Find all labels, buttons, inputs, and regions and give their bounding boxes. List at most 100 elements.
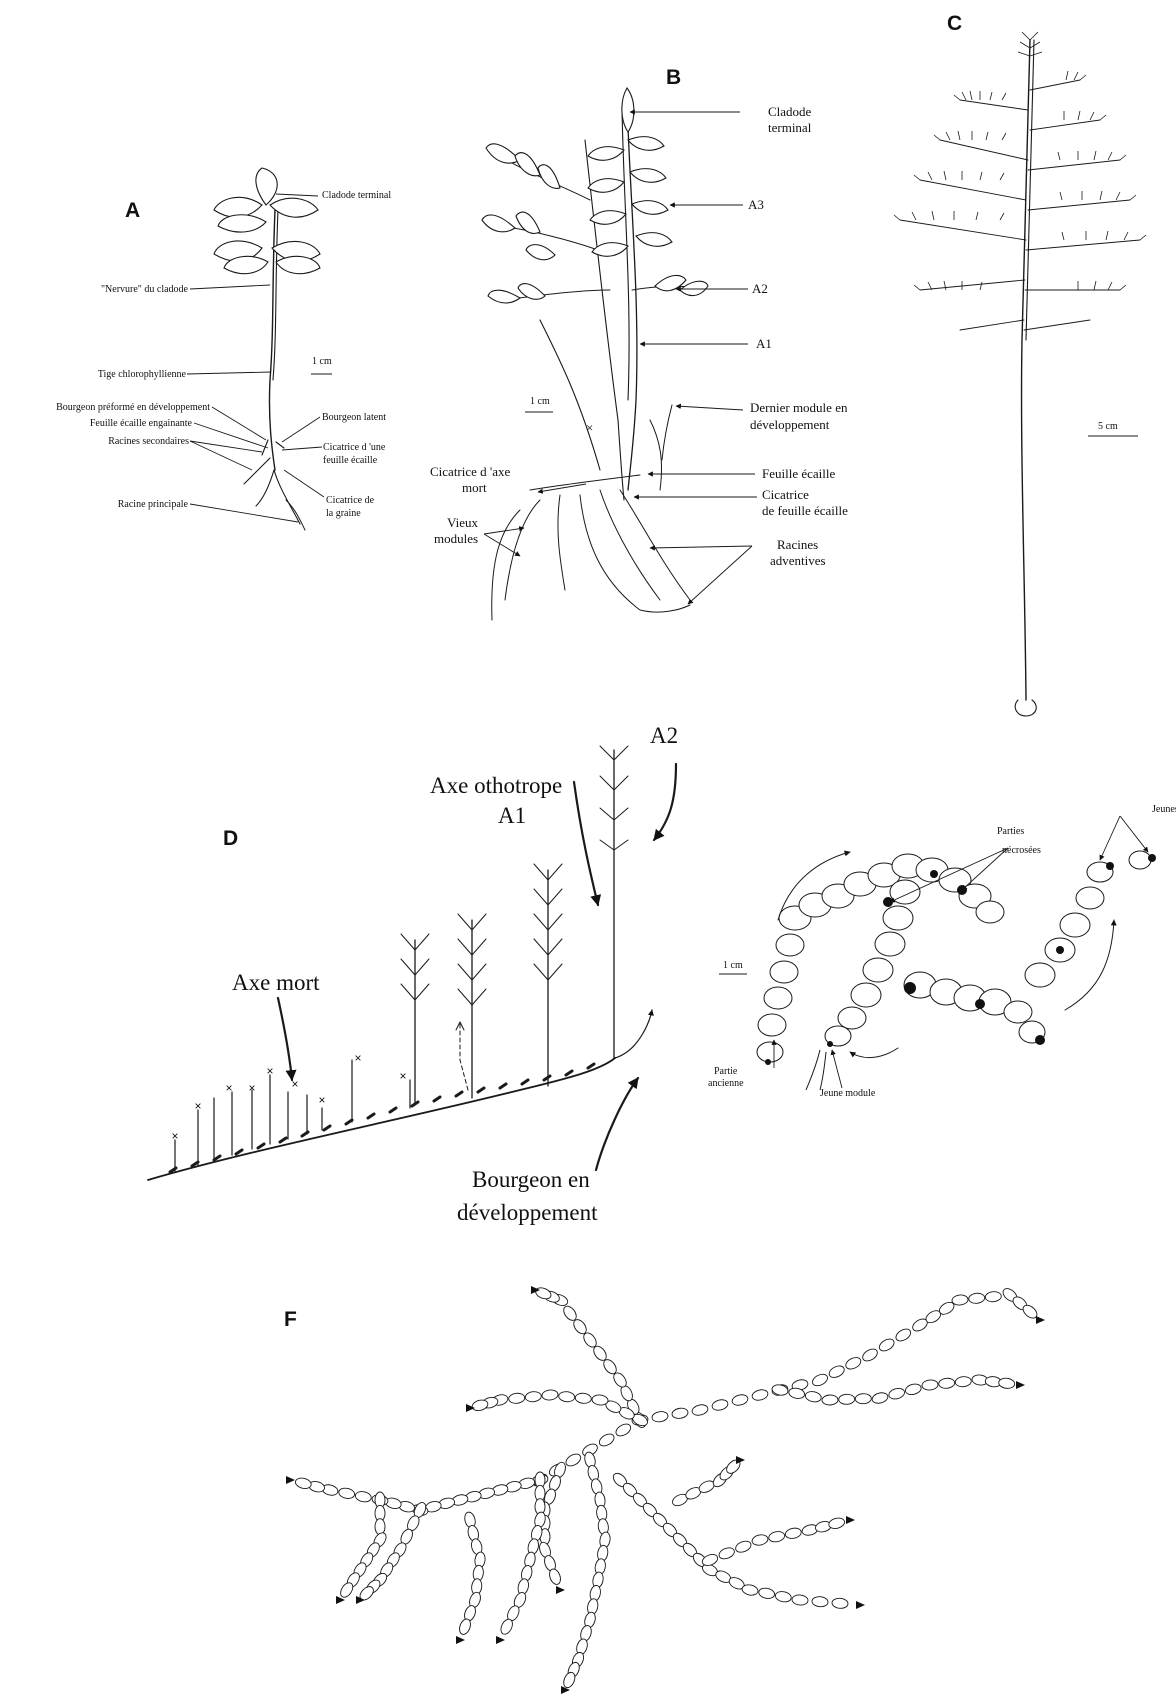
label-feuille-ecaille-engainante: Feuille écaille engainante [90, 418, 193, 429]
label-e-jeunes-modules: Jeunes modules [1152, 804, 1176, 815]
label-b-cicatrice-axe-line2: mort [462, 480, 487, 495]
label-b-racines-line2: adventives [770, 553, 826, 568]
rhizome-module [751, 1388, 769, 1402]
rhizome-module [804, 1390, 822, 1403]
svg-text:×: × [194, 1099, 201, 1113]
panel-b-scale-bar: 1 cm [525, 396, 553, 412]
rhizome-module [592, 1394, 609, 1406]
panel-d-arrows [278, 764, 676, 1170]
rhizome-module [871, 1391, 889, 1405]
rhizome-tip [846, 1516, 855, 1524]
rhizome-module [812, 1596, 829, 1607]
panel-a-letter: A [125, 199, 140, 222]
rhizome-module [614, 1422, 633, 1439]
panel-a-seedling [214, 168, 320, 530]
rhizome-module [758, 1587, 776, 1600]
rhizome-module [998, 1377, 1015, 1389]
rhizome-module [827, 1364, 846, 1380]
label-b-cladode-line1: Cladode [768, 104, 812, 119]
label-racines-secondaires: Racines secondaires [108, 436, 189, 447]
label-e-parties: Parties [997, 826, 1024, 837]
rhizome-module [671, 1407, 688, 1420]
label-d-axe-othotrope-line2: A1 [498, 803, 526, 828]
rhizome-module [952, 1294, 969, 1306]
label-b-a1: A1 [756, 336, 772, 351]
label-b-cicatrice-axe-line1: Cicatrice d 'axe [430, 464, 511, 479]
panel-a-scale-label: 1 cm [312, 356, 332, 367]
label-b-cicatrice-fe-line2: de feuille écaille [762, 503, 848, 518]
label-d-axe-othotrope-line1: Axe othotrope [430, 773, 562, 798]
rhizome-module [651, 1410, 668, 1423]
rhizome-module [888, 1387, 906, 1401]
panel-c-plant [894, 32, 1146, 716]
rhizome-module [955, 1376, 972, 1388]
rhizome-module [751, 1534, 769, 1547]
rhizome-module [784, 1527, 802, 1540]
rhizome-module [525, 1391, 542, 1403]
rhizome-module [354, 1490, 372, 1503]
panel-c: C [894, 12, 1146, 716]
panel-d-rhizome-schema: ××× ××× ××× [148, 746, 652, 1180]
rhizome-tip [736, 1456, 745, 1464]
panel-e-leaders [774, 816, 1148, 1088]
rhizome-module [822, 1395, 838, 1406]
svg-text:×: × [171, 1129, 178, 1143]
label-b-racines-line1: Racines [777, 537, 818, 552]
label-bourgeon-latent: Bourgeon latent [322, 412, 386, 423]
rhizome-module [844, 1355, 863, 1371]
svg-text:×: × [225, 1081, 232, 1095]
panel-d-letter: D [223, 827, 238, 850]
rhizome-module [731, 1393, 749, 1407]
rhizome-module [832, 1598, 849, 1609]
rhizome-tip [496, 1636, 505, 1644]
panel-f-rhizome-network [286, 1286, 1045, 1694]
label-e-partie-line2: ancienne [708, 1078, 744, 1089]
label-b-vieux-line1: Vieux [447, 515, 478, 530]
label-bourgeon-preforme: Bourgeon préformé en développement [56, 402, 210, 413]
cladode-leaf [276, 256, 320, 273]
label-b-feuille-ecaille: Feuille écaille [762, 466, 836, 481]
panel-c-letter: C [947, 12, 962, 35]
rhizome-tip [1016, 1381, 1025, 1389]
rhizome-tip [286, 1476, 295, 1484]
label-cicatrice-feuille-line2: feuille écaille [323, 455, 378, 466]
label-tige-chlorophyllienne: Tige chlorophyllienne [98, 369, 187, 380]
label-e-necrosees: nécrosées [1002, 845, 1041, 856]
cladode-leaf [270, 198, 318, 217]
panel-c-scale-label: 5 cm [1098, 421, 1118, 432]
panel-e-module-chain [757, 851, 1151, 1062]
label-e-partie-line1: Partie [714, 1066, 738, 1077]
rhizome-module [575, 1393, 592, 1405]
rhizome-tip [556, 1586, 565, 1594]
label-d-axe-mort: Axe mort [232, 970, 320, 995]
label-b-dernier-line2: développement [750, 417, 830, 432]
panel-f-letter: F [284, 1308, 297, 1331]
rhizome-module [542, 1389, 559, 1401]
label-cladode-terminal: Cladode terminal [322, 190, 391, 201]
panel-b-leaflets [482, 88, 708, 303]
label-cicatrice-graine-line2: la graine [326, 508, 361, 519]
rhizome-module [717, 1546, 736, 1561]
panel-a: A [56, 168, 391, 530]
rhizome-module [508, 1393, 525, 1405]
panel-a-scale-bar: 1 cm [311, 356, 332, 374]
label-nervure-cladode: "Nervure" du cladode [101, 284, 189, 295]
rhizome-module [861, 1347, 880, 1364]
panel-b-letter: B [666, 66, 681, 89]
terminal-cladode-leaf [256, 168, 277, 205]
svg-text:×: × [248, 1081, 255, 1095]
rhizome-module [922, 1379, 939, 1391]
cladode-leaf [218, 215, 266, 232]
label-b-vieux-line2: modules [434, 531, 478, 546]
rhizome-module [811, 1372, 830, 1388]
label-e-jeune-module: Jeune module [820, 1088, 876, 1099]
rhizome-module [375, 1519, 385, 1535]
rhizome-module [711, 1398, 729, 1412]
svg-text:×: × [399, 1069, 406, 1083]
dead-axis-mark: × [586, 420, 593, 435]
panel-d: D ××× ××× ××× [148, 723, 678, 1225]
label-cicatrice-graine-line1: Cicatrice de [326, 495, 375, 506]
label-b-cicatrice-fe-line1: Cicatrice [762, 487, 809, 502]
rhizome-module [904, 1382, 922, 1396]
